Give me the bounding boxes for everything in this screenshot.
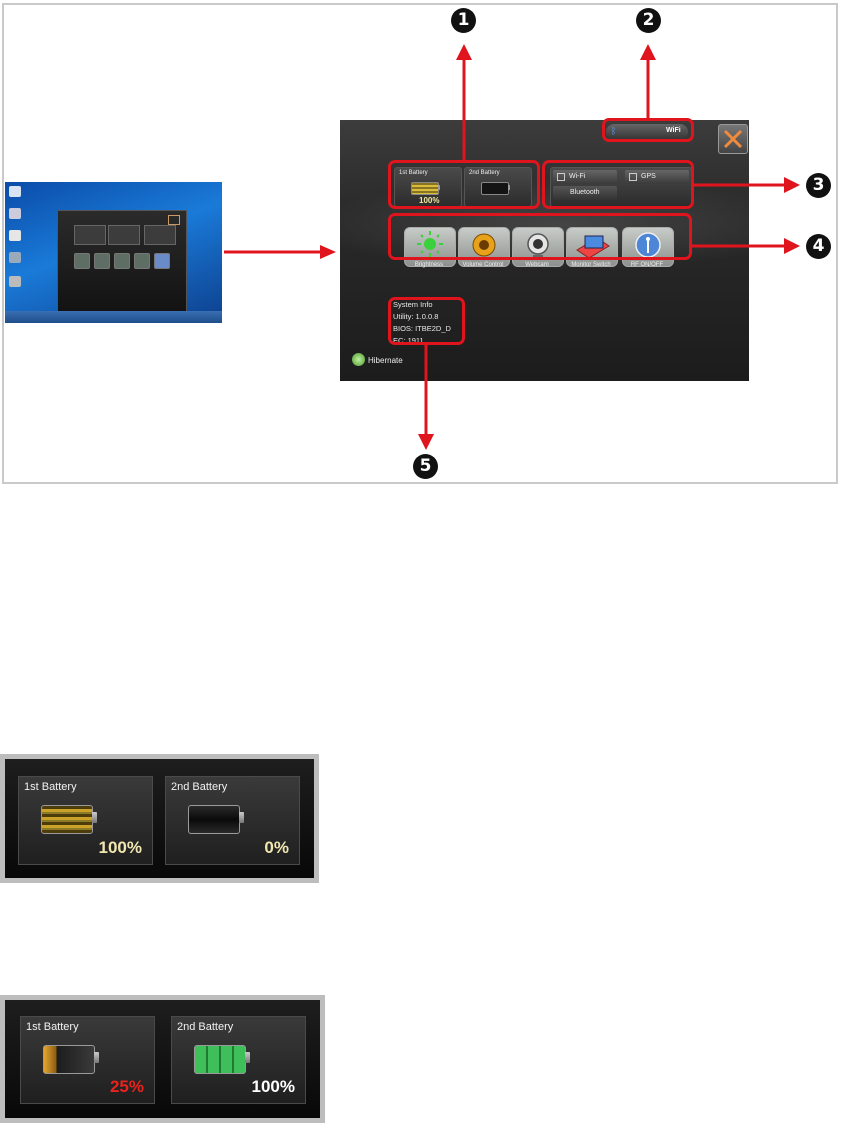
monitor-switch-label: Monitor Switch	[571, 262, 611, 268]
wifi-checkbox	[557, 173, 565, 181]
hotkey-utility-window: ᛒ WiFi 1st Battery 100% 2nd Battery Wi-F…	[340, 120, 749, 381]
battery-2-panel: 2nd Battery	[464, 167, 532, 207]
mini-hotkey-window	[57, 210, 187, 318]
battery-status-panel-1: 1st Battery 100% 2nd Battery 0%	[0, 754, 319, 883]
battery-1-percent: 100%	[419, 196, 440, 205]
bluetooth-toggle-label: Bluetooth	[570, 189, 600, 196]
callout-2: 2	[636, 8, 661, 33]
battery-icon-full-green	[194, 1045, 246, 1074]
battery-icon-quarter	[43, 1045, 95, 1074]
bluetooth-icon: ᛒ	[611, 126, 617, 136]
volume-control-label: Volume Control	[462, 262, 504, 268]
highlight-system-info	[388, 297, 465, 345]
wifi-toggle[interactable]: Wi-Fi	[553, 170, 617, 184]
gps-checkbox	[629, 173, 637, 181]
brightness-label: Brightness	[414, 262, 444, 268]
close-icon	[723, 129, 743, 149]
desktop-icon	[9, 276, 21, 287]
monitor-switch-icon	[576, 235, 610, 259]
webcam-label: Webcam	[525, 262, 549, 268]
desktop-icon	[9, 208, 21, 219]
monitor-switch-button[interactable]	[566, 227, 618, 267]
highlight-battery	[388, 160, 540, 209]
highlight-status-bar	[602, 118, 694, 142]
ec-version: EC: 1911	[393, 336, 424, 345]
close-button[interactable]	[718, 124, 748, 154]
battery-1-label: 1st Battery	[399, 170, 428, 176]
callout-1: 1	[451, 8, 476, 33]
highlight-function-buttons	[388, 213, 692, 260]
desktop-icon	[9, 186, 21, 197]
bios-version: BIOS: ITBE2D_D	[393, 324, 451, 333]
brightness-icon	[417, 231, 443, 257]
battery-2-label: 2nd Battery	[469, 170, 500, 176]
battery-card-2nd: 2nd Battery 100%	[171, 1016, 306, 1104]
system-info-title: System Info	[393, 300, 433, 309]
hibernate-label: Hibernate	[368, 356, 403, 365]
status-bar: ᛒ WiFi	[606, 124, 688, 140]
taskbar	[5, 311, 222, 323]
battery-card-label: 1st Battery	[24, 781, 77, 793]
battery-card-1st: 1st Battery 100%	[18, 776, 153, 865]
bluetooth-toggle[interactable]: Bluetooth	[553, 186, 617, 200]
callout-4: 4	[806, 234, 831, 259]
battery-card-percent: 25%	[109, 1077, 144, 1096]
callout-3: 3	[806, 173, 831, 198]
rf-icon	[635, 232, 661, 258]
rf-onoff-button[interactable]	[622, 227, 674, 267]
desktop-icon	[9, 252, 21, 263]
gps-toggle[interactable]: GPS	[625, 170, 689, 184]
desktop-screenshot-thumbnail	[5, 182, 222, 323]
utility-version: Utility: 1.0.0.8	[393, 312, 439, 321]
hibernate-icon	[352, 353, 365, 366]
gps-toggle-label: GPS	[641, 173, 656, 180]
battery-card-2nd: 2nd Battery 0%	[165, 776, 300, 865]
wifi-toggle-label: Wi-Fi	[569, 173, 586, 180]
pointer-arrow	[224, 245, 336, 259]
desktop-icon	[9, 230, 21, 241]
battery-card-percent: 100%	[98, 838, 142, 857]
battery-card-1st: 1st Battery 25%	[20, 1016, 155, 1104]
wifi-icon: WiFi	[666, 127, 681, 134]
rf-onoff-label: RF ON/OFF	[630, 262, 664, 268]
battery-status-panel-2: 1st Battery 25% 2nd Battery 100%	[0, 995, 325, 1123]
brightness-button[interactable]	[404, 227, 456, 267]
callout-arrows	[418, 44, 800, 450]
callout-5: 5	[413, 454, 438, 479]
battery-icon-empty	[188, 805, 240, 834]
volume-icon	[472, 233, 496, 257]
battery-card-percent: 0%	[264, 838, 289, 857]
battery-icon-full	[41, 805, 93, 834]
highlight-wireless	[542, 160, 694, 209]
battery-card-label: 1st Battery	[26, 1021, 79, 1033]
battery-card-percent: 100%	[251, 1077, 295, 1096]
battery-card-label: 2nd Battery	[177, 1021, 234, 1033]
battery-1-panel: 1st Battery 100%	[394, 167, 462, 207]
volume-control-button[interactable]	[458, 227, 510, 267]
battery-card-label: 2nd Battery	[171, 781, 228, 793]
